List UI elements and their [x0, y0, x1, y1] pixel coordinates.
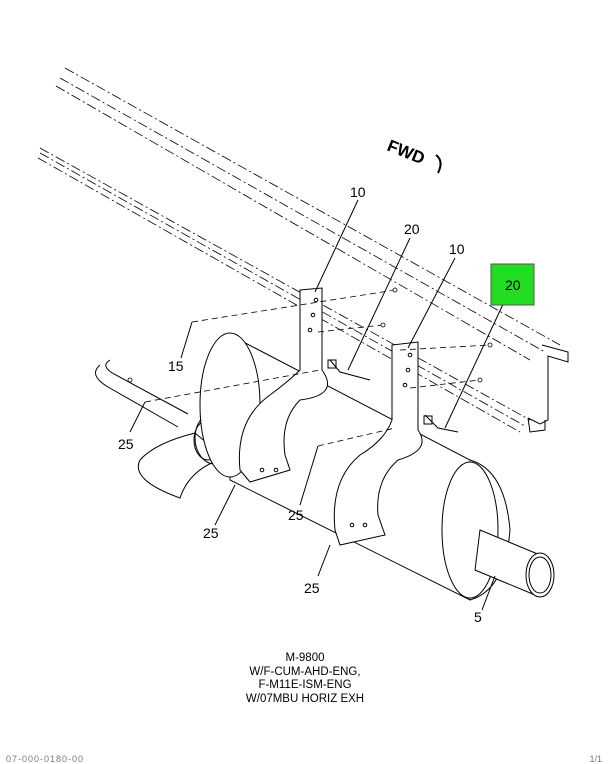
forward-direction-indicator: FWD	[385, 136, 442, 174]
diagram-caption: M-9800 W/F-CUM-AHD-ENG, F-M11E-ISM-ENG W…	[0, 652, 610, 706]
footer-page: 1/1	[589, 754, 602, 764]
callout-nut-left-upper: 25	[118, 436, 134, 452]
fastener-dots	[127, 287, 493, 383]
leader-lines	[129, 199, 506, 611]
highlight-box	[490, 263, 535, 306]
callout-nut-center: 25	[288, 507, 304, 523]
fwd-label: FWD	[385, 136, 428, 168]
fwd-arrow-icon	[435, 154, 442, 174]
caption-model: M-9800	[285, 652, 325, 664]
caption-engine-2: F-M11E-ISM-ENG	[258, 679, 352, 691]
bracket-right	[333, 341, 423, 546]
callout-bracket-right: 10	[449, 241, 465, 257]
fastener-dash-lines	[144, 289, 491, 447]
bracket-left	[238, 287, 328, 483]
callout-clamp-right-highlighted: 20	[505, 277, 521, 293]
callout-muffler: 5	[474, 609, 482, 625]
caption-exhaust: W/07MBU HORIZ EXH	[245, 692, 365, 705]
outlet-pipe	[474, 529, 555, 598]
callout-bracket-left: 10	[350, 184, 366, 200]
callout-bolt: 15	[168, 358, 184, 374]
frame-channel-end	[527, 344, 569, 433]
callout-nut-bottom: 25	[304, 580, 320, 596]
callout-nut-left-lower: 25	[203, 525, 219, 541]
clamp-right	[423, 414, 459, 433]
callout-clamp-left: 20	[404, 221, 420, 237]
caption-engine-1: W/F-CUM-AHD-ENG,	[249, 665, 361, 678]
footer-part-number: 07-000-0180-00	[6, 754, 85, 764]
frame-rail-phantom-lines	[37, 67, 561, 433]
clamp-left	[327, 359, 371, 381]
